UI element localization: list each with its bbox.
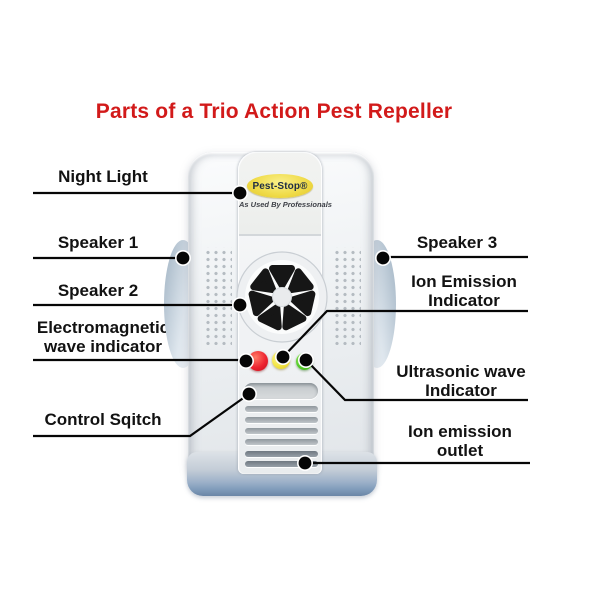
label-speaker-3: Speaker 3 — [416, 233, 498, 252]
label-ion-emission-indicator: Ion Emission Indicator — [411, 272, 517, 310]
speaker-3-dot — [374, 250, 391, 267]
vent-slat — [245, 406, 318, 412]
label-ion-emission-outlet: Ion emission outlet — [408, 422, 512, 460]
speaker-1-dot — [175, 250, 192, 267]
vent-slat — [245, 439, 318, 445]
ion-outlet-slat — [245, 461, 318, 467]
grille-hub — [272, 287, 292, 307]
label-speaker-2: Speaker 2 — [57, 281, 139, 300]
label-speaker-1: Speaker 1 — [57, 233, 139, 252]
brand-name: Pest-Stop® — [252, 180, 308, 192]
ion-outlet-dot — [296, 454, 313, 471]
label-ultrasonic-wave-indicator: Ultrasonic wave Indicator — [396, 362, 526, 400]
ion-emission-indicator-dot — [274, 348, 291, 365]
speaker-2-dot — [232, 296, 249, 313]
label-electromagnetic-wave-indicator: Electromagnetic wave indicator — [36, 318, 170, 356]
left-speaker-hole-grid — [202, 247, 232, 345]
ultrasonic-line — [305, 359, 528, 402]
electromagnetic-led — [248, 351, 268, 371]
right-speaker-hole-grid — [331, 247, 361, 345]
speaker-grille — [236, 251, 328, 343]
control-switch-slot — [244, 383, 318, 399]
page-title: Parts of a Trio Action Pest Repeller — [95, 100, 453, 123]
ion-emission-indicator-line — [282, 309, 528, 358]
control-switch-line — [33, 393, 250, 438]
night-light-panel: Pest-Stop® As Used By Professionals — [239, 153, 332, 236]
brand-logo: Pest-Stop® — [247, 174, 313, 198]
vent-slat — [245, 417, 318, 423]
brand-tagline: As Used By Professionals — [239, 200, 332, 209]
label-night-light: Night Light — [58, 167, 148, 186]
electromagnetic-dot — [238, 352, 255, 369]
vent-slat — [245, 428, 318, 434]
ultrasonic-dot — [297, 351, 314, 368]
grille-petals — [248, 265, 316, 331]
night-light-dot — [232, 185, 249, 202]
ion-outlet-slat — [245, 451, 318, 457]
control-switch-dot — [241, 385, 258, 402]
label-control-switch: Control Sqitch — [44, 410, 162, 429]
